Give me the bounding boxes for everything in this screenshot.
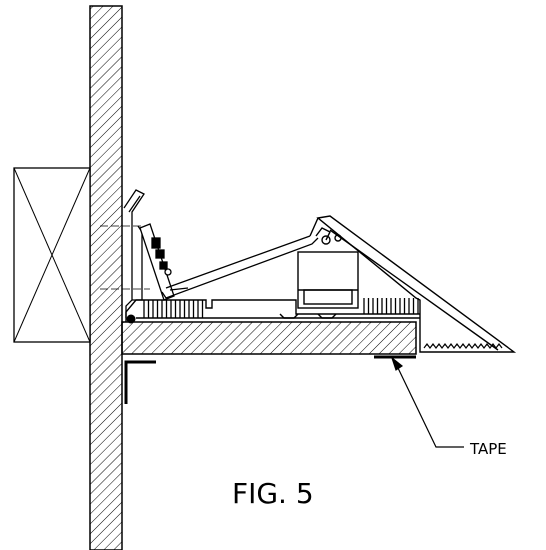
sloped-arm-inner bbox=[165, 235, 311, 289]
x-box bbox=[13, 167, 91, 343]
fixing-lines bbox=[100, 225, 150, 290]
tape-label: TAPE bbox=[469, 440, 507, 458]
seal bbox=[126, 314, 136, 324]
figure-label: FIG. 5 bbox=[232, 477, 314, 510]
fins-right bbox=[363, 298, 419, 314]
serration-path bbox=[423, 343, 503, 349]
sloped-arm bbox=[161, 237, 319, 299]
fins-left bbox=[143, 300, 204, 318]
serrated-edge bbox=[423, 343, 503, 349]
wall bbox=[89, 5, 123, 550]
insert-block bbox=[297, 251, 359, 309]
base-profile bbox=[125, 299, 420, 322]
nose-profile bbox=[309, 215, 517, 353]
tape-leader bbox=[390, 356, 464, 448]
left-clip bbox=[123, 189, 145, 318]
base-slab bbox=[121, 321, 417, 355]
angle-bracket bbox=[124, 360, 156, 404]
angled-clip bbox=[139, 223, 189, 301]
